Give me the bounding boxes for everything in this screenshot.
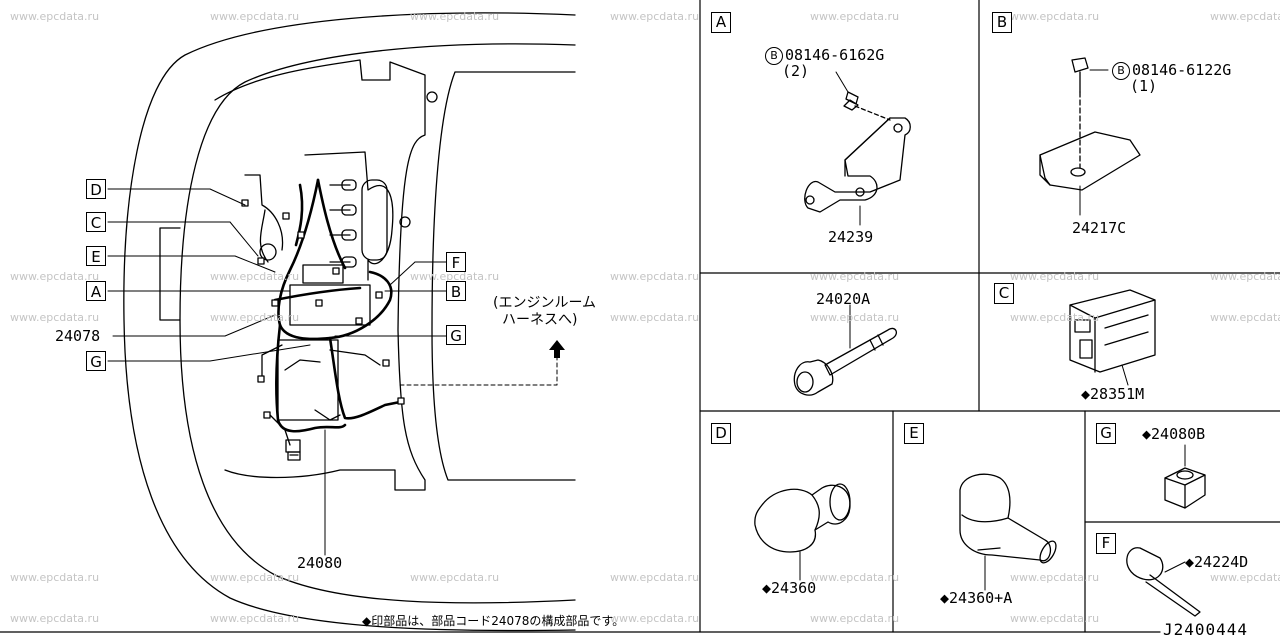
- part-24020A-bolt: [793, 304, 897, 396]
- callout-A[interactable]: A: [86, 281, 106, 301]
- watermark: www.epcdata.ru: [610, 612, 700, 625]
- watermark: www.epcdata.ru: [810, 311, 900, 324]
- panel-G-label: G: [1096, 423, 1116, 444]
- part-number-24080B: ◆24080B: [1142, 425, 1206, 443]
- watermark: www.epcdata.ru: [410, 10, 500, 23]
- engine-room-note-line1: (エンジンルーム: [493, 295, 597, 311]
- watermark: www.epcdata.ru: [10, 270, 100, 283]
- watermark: www.epcdata.ru: [810, 10, 900, 23]
- vehicle-outline: [123, 12, 576, 632]
- panel-B-label: B: [992, 12, 1012, 33]
- watermark: www.epcdata.ru: [1010, 10, 1100, 23]
- panel-C-label: C: [994, 283, 1014, 304]
- bolt-qty-B: (1): [1130, 77, 1158, 95]
- watermark: www.epcdata.ru: [210, 10, 300, 23]
- watermark: www.epcdata.ru: [1210, 311, 1280, 324]
- engine-room-note-line2: ハーネスへ): [502, 312, 578, 328]
- watermark: www.epcdata.ru: [10, 311, 100, 324]
- watermark: www.epcdata.ru: [1210, 270, 1280, 283]
- watermark: www.epcdata.ru: [1210, 10, 1280, 23]
- watermark: www.epcdata.ru: [210, 612, 300, 625]
- part-number-28351M: ◆28351M: [1081, 385, 1145, 403]
- part-24239-bracket: [804, 71, 911, 226]
- part-number-24360A: ◆24360+A: [940, 589, 1013, 607]
- watermark: www.epcdata.ru: [810, 571, 900, 584]
- bolt-code-B: 08146-6122G: [1132, 61, 1232, 79]
- part-number-24080: 24080: [297, 554, 343, 572]
- part-24080B-nut: [1164, 444, 1206, 509]
- watermark: www.epcdata.ru: [810, 270, 900, 283]
- watermark: www.epcdata.ru: [210, 311, 300, 324]
- engine-room-arrow: [549, 340, 565, 358]
- part-number-24360: ◆24360: [762, 579, 817, 597]
- watermark: www.epcdata.ru: [10, 10, 100, 23]
- watermark: www.epcdata.ru: [810, 612, 900, 625]
- part-number-24217C: 24217C: [1072, 219, 1127, 237]
- part-number-24078: 24078: [55, 327, 101, 345]
- watermark: www.epcdata.ru: [1010, 571, 1100, 584]
- part-24217C-plate: [1039, 57, 1141, 216]
- callout-G-right[interactable]: G: [446, 325, 466, 345]
- part-number-24020A: 24020A: [816, 290, 871, 308]
- watermark: www.epcdata.ru: [610, 270, 700, 283]
- part-24360A-boot: [959, 473, 1057, 591]
- wire-branches: [244, 174, 381, 461]
- watermark: www.epcdata.ru: [10, 571, 100, 584]
- callout-G[interactable]: G: [86, 351, 106, 371]
- bolt-marker-icon: B: [765, 47, 783, 65]
- bolt-qty-A: (2): [782, 62, 810, 80]
- bolt-code-A: 08146-6162G: [785, 46, 885, 64]
- part-24224D-clip: [1126, 547, 1201, 617]
- panel-A-label: A: [711, 12, 731, 33]
- part-number-24224D: ◆24224D: [1185, 553, 1249, 571]
- small-connectors: [241, 199, 405, 419]
- watermark: www.epcdata.ru: [1010, 612, 1100, 625]
- watermark: www.epcdata.ru: [1010, 311, 1100, 324]
- diagram-code: J2400444: [1163, 620, 1249, 639]
- part-number-24239: 24239: [828, 228, 874, 246]
- watermark: www.epcdata.ru: [610, 571, 700, 584]
- watermark: www.epcdata.ru: [1010, 270, 1100, 283]
- watermark: www.epcdata.ru: [210, 571, 300, 584]
- callout-E[interactable]: E: [86, 246, 106, 266]
- watermark: www.epcdata.ru: [410, 270, 500, 283]
- panel-D-label: D: [711, 423, 731, 444]
- watermark: www.epcdata.ru: [210, 270, 300, 283]
- watermark: www.epcdata.ru: [10, 612, 100, 625]
- part-28351M-connector: [1069, 289, 1156, 386]
- callout-C[interactable]: C: [86, 212, 106, 232]
- wire-harness: [273, 178, 402, 433]
- callout-F[interactable]: F: [446, 252, 466, 272]
- callout-D[interactable]: D: [86, 179, 106, 199]
- part-24360-boot: [754, 483, 851, 581]
- watermark: www.epcdata.ru: [610, 311, 700, 324]
- callout-B[interactable]: B: [446, 281, 466, 301]
- watermark: www.epcdata.ru: [1210, 571, 1280, 584]
- bolt-marker-icon: B: [1112, 62, 1130, 80]
- footnote: ◆印部品は、部品コード24078の構成部品です。: [362, 614, 625, 628]
- watermark: www.epcdata.ru: [410, 571, 500, 584]
- watermark: www.epcdata.ru: [610, 10, 700, 23]
- panel-F-label: F: [1096, 533, 1116, 554]
- panel-E-label: E: [904, 423, 924, 444]
- leader-lines: [107, 188, 558, 556]
